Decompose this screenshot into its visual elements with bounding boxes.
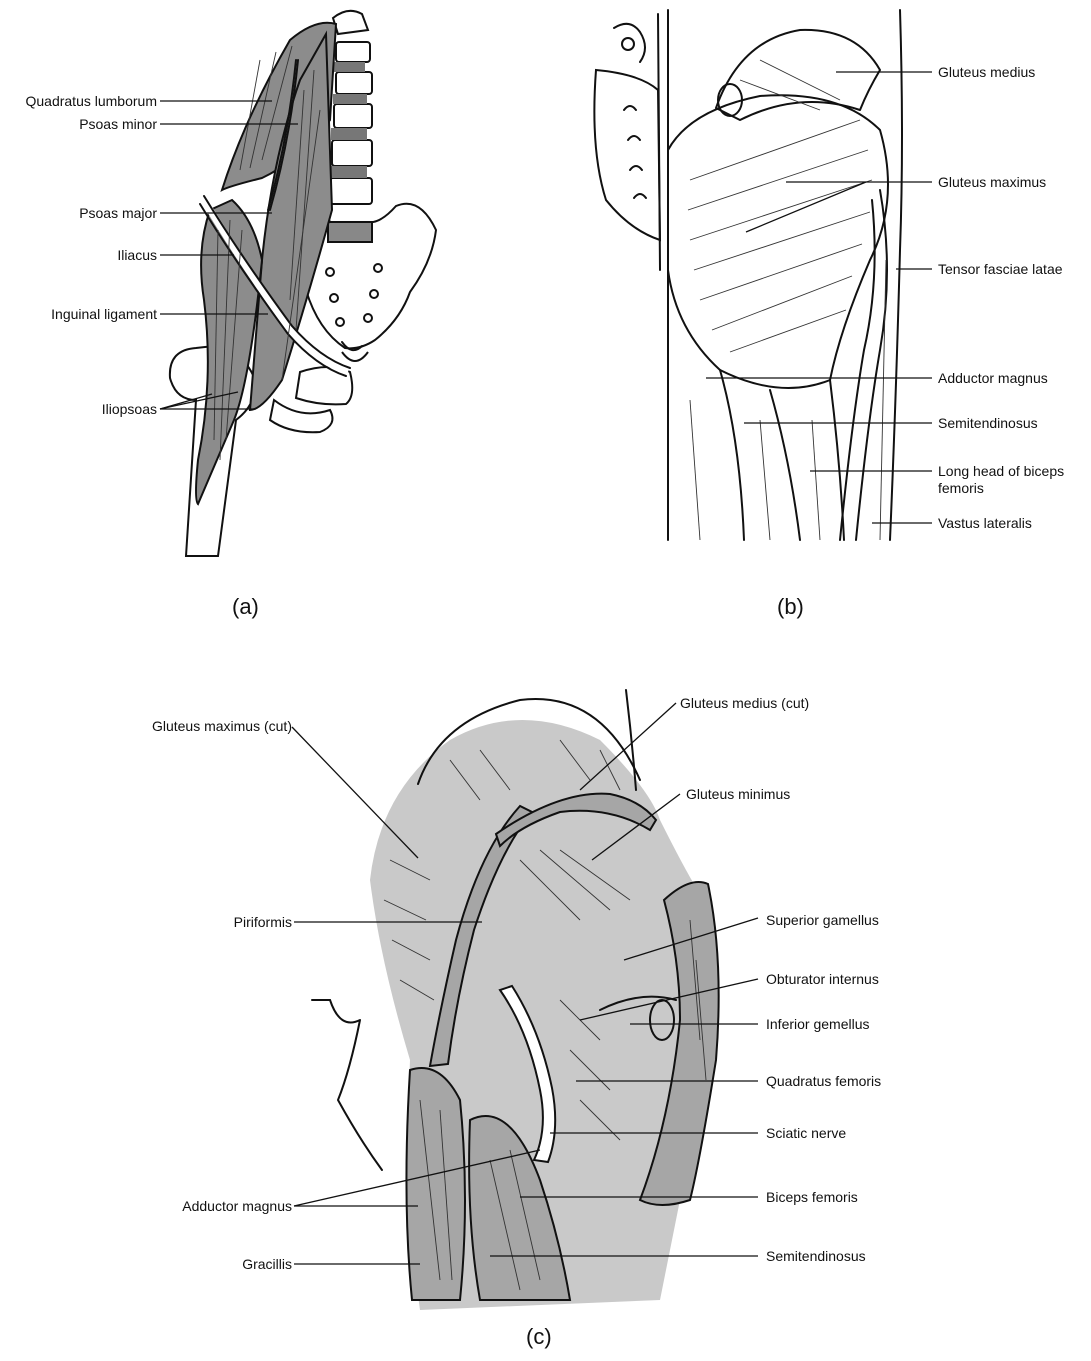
- label-inferior-gemellus: Inferior gemellus: [766, 1016, 870, 1033]
- label-superior-gamellus: Superior gamellus: [766, 912, 879, 929]
- label-semitendinosus-c: Semitendinosus: [766, 1248, 866, 1265]
- label-long-head-biceps-line2: femoris: [938, 480, 984, 497]
- label-biceps-femoris: Biceps femoris: [766, 1189, 858, 1206]
- label-long-head-biceps-line1: Long head of biceps: [938, 463, 1064, 480]
- label-tensor-fasciae-latae: Tensor fasciae latae: [938, 261, 1063, 278]
- label-sciatic-nerve: Sciatic nerve: [766, 1125, 846, 1142]
- sacrum: [594, 70, 660, 240]
- label-gracillis: Gracillis: [242, 1256, 292, 1273]
- panel-c-illustration: [312, 690, 719, 1310]
- label-psoas-major: Psoas major: [79, 205, 157, 222]
- label-vastus-lateralis: Vastus lateralis: [938, 515, 1032, 532]
- adductor-gracilis-muscle: [406, 1068, 465, 1300]
- label-quadratus-femoris: Quadratus femoris: [766, 1073, 881, 1090]
- label-gluteus-medius-cut: Gluteus medius (cut): [680, 695, 809, 712]
- label-psoas-minor: Psoas minor: [79, 116, 157, 133]
- label-iliopsoas: Iliopsoas: [102, 401, 157, 418]
- gluteus-maximus-shape: [668, 95, 888, 388]
- label-gluteus-medius: Gluteus medius: [938, 64, 1035, 81]
- panel-a-illustration: [170, 11, 436, 556]
- label-gluteus-maximus: Gluteus maximus: [938, 174, 1046, 191]
- panel-b-illustration: [594, 10, 902, 540]
- label-gluteus-maximus-cut: Gluteus maximus (cut): [152, 718, 292, 735]
- label-iliacus: Iliacus: [117, 247, 157, 264]
- label-adductor-magnus-c: Adductor magnus: [182, 1198, 292, 1215]
- label-inguinal-ligament: Inguinal ligament: [51, 306, 157, 323]
- label-gluteus-minimus: Gluteus minimus: [686, 786, 790, 803]
- label-adductor-magnus-b: Adductor magnus: [938, 370, 1048, 387]
- label-piriformis: Piriformis: [234, 914, 292, 931]
- label-quadratus-lumborum: Quadratus lumborum: [25, 93, 157, 110]
- caption-b: (b): [777, 594, 804, 620]
- caption-c: (c): [526, 1324, 552, 1350]
- label-semitendinosus-b: Semitendinosus: [938, 415, 1038, 432]
- caption-a: (a): [232, 594, 259, 620]
- buttock-outline: [668, 10, 902, 540]
- label-obturator-internus: Obturator internus: [766, 971, 879, 988]
